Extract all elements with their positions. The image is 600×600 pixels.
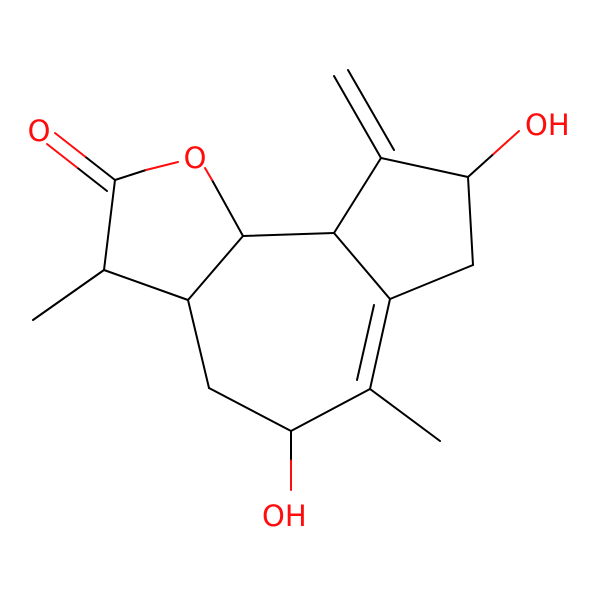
bond-c14-c10	[389, 264, 474, 300]
bond-carbonyl-1-a	[84, 155, 116, 181]
carbonyl-oxygen-label: O	[28, 114, 51, 148]
bond-o-c7-red	[204, 167, 213, 181]
ring-oxygen-label: O	[184, 141, 207, 175]
bond-c6-c10	[369, 298, 391, 390]
bond-c13-c14	[467, 176, 474, 266]
atom-label-layer: O O OH OH	[28, 108, 570, 533]
bond-c1-o-red	[145, 161, 179, 171]
bond-methylene-2	[347, 69, 395, 151]
bond-c1-o-b	[129, 169, 147, 176]
bond-c13-oh-a	[467, 153, 495, 178]
bond-c6-c10-inner	[356, 304, 375, 381]
bond-methylene-1	[333, 75, 382, 159]
bond-methyl-c2	[32, 269, 105, 321]
bond-carbonyl-1-b	[54, 132, 86, 158]
bond-c3-c7	[187, 235, 244, 301]
bond-carbonyl-2-b	[46, 143, 78, 169]
bond-c2-c3	[103, 269, 189, 301]
bond-c11-c7	[242, 232, 335, 237]
bond-c5-c6	[290, 388, 371, 432]
hydroxyl-top-right-label: OH	[525, 108, 570, 142]
bond-c1-o-a	[114, 174, 132, 181]
bond-c10-c11	[333, 232, 391, 300]
bond-c11-c12	[333, 157, 382, 234]
bond-o-c7	[211, 179, 244, 237]
bond-c13-oh-b	[492, 130, 520, 155]
bond-methyl-c6	[369, 388, 441, 442]
bond-c12-c13	[380, 157, 469, 178]
bond-carbonyl-2-a	[76, 166, 108, 192]
bond-layer	[32, 69, 520, 491]
hydroxyl-bottom-label: OH	[262, 499, 307, 533]
bond-c4-c5	[208, 387, 292, 432]
bond-c1-c2	[103, 179, 116, 271]
bond-c3-c4	[187, 299, 210, 389]
